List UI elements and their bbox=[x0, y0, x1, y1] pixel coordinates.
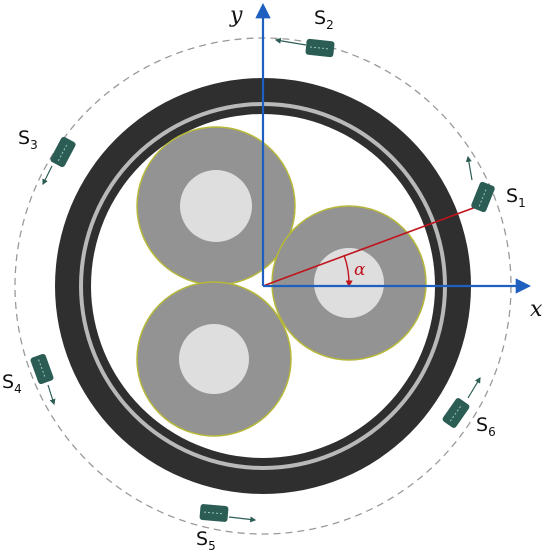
sensor-block-icon bbox=[442, 398, 470, 428]
sensor-s6-name: S bbox=[476, 414, 488, 436]
y-axis-label: y bbox=[229, 3, 243, 28]
sensor-s3: S3 bbox=[18, 127, 76, 186]
sensor-block-icon bbox=[471, 181, 495, 213]
svg-text:S5: S5 bbox=[196, 528, 216, 553]
svg-text:S2: S2 bbox=[314, 7, 334, 32]
sensor-s5-sub: 5 bbox=[208, 539, 216, 553]
svg-text:S6: S6 bbox=[476, 414, 496, 439]
conductor-upper-left bbox=[136, 126, 296, 286]
sensor-s1: S1 bbox=[465, 155, 526, 213]
sensor-block-icon bbox=[50, 136, 76, 168]
radius-line bbox=[262, 203, 485, 287]
sensor-s4-name: S bbox=[2, 371, 14, 393]
sensor-s2: S2 bbox=[274, 7, 335, 58]
sensor-s3-name: S bbox=[18, 127, 30, 149]
sensor-s1-name: S bbox=[506, 185, 518, 207]
sensor-block-icon bbox=[199, 504, 229, 522]
sensor-block-icon bbox=[305, 38, 335, 58]
sensor-s1-sub: 1 bbox=[518, 196, 526, 210]
sensor-s6: S6 bbox=[442, 376, 496, 439]
sensor-s4-sub: 4 bbox=[14, 382, 22, 396]
sensor-s5-name: S bbox=[196, 528, 208, 550]
svg-text:S1: S1 bbox=[506, 185, 526, 210]
sensor-block-icon bbox=[30, 353, 54, 385]
sensor-s5: S5 bbox=[196, 504, 257, 553]
sensor-s2-sub: 2 bbox=[326, 18, 334, 32]
x-axis-label: x bbox=[530, 297, 543, 322]
sensor-s4: S4 bbox=[2, 353, 56, 406]
conductor-lower-left bbox=[136, 281, 292, 437]
sensor-s6-sub: 6 bbox=[488, 425, 496, 439]
svg-text:S4: S4 bbox=[2, 371, 22, 396]
sensor-s3-sub: 3 bbox=[30, 138, 38, 152]
svg-text:S3: S3 bbox=[18, 127, 38, 152]
sensor-s2-name: S bbox=[314, 7, 326, 29]
angle-alpha-label: α bbox=[354, 260, 366, 280]
